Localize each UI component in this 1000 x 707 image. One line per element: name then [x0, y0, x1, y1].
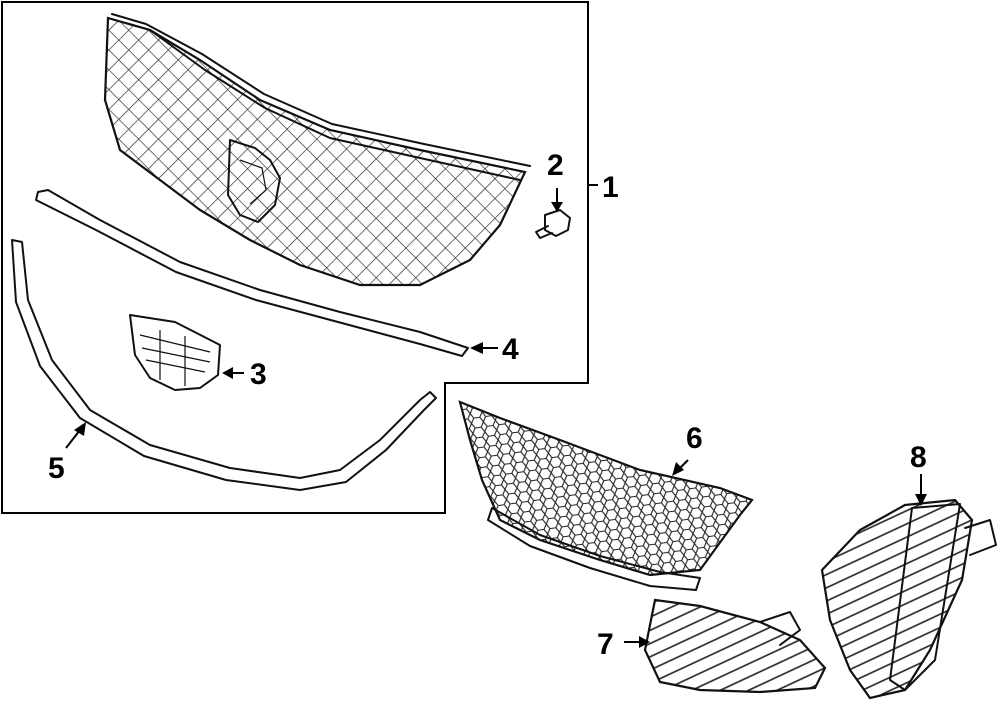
leader-6 — [679, 459, 689, 469]
right-fog-bezel-part — [820, 498, 997, 700]
callout-1: 1 — [602, 171, 619, 204]
left-fog-bezel-part — [643, 598, 827, 694]
leader-5 — [65, 429, 81, 449]
callout-5: 5 — [48, 452, 65, 485]
lower-grille-part — [458, 400, 754, 591]
callout-7: 7 — [597, 628, 614, 661]
callout-6: 6 — [686, 422, 703, 455]
lower-molding-part — [11, 239, 437, 491]
callout-2: 2 — [547, 149, 564, 182]
callout-3: 3 — [250, 358, 267, 391]
upper-molding-part — [35, 189, 469, 357]
callout-8: 8 — [910, 441, 927, 474]
assembly-box-outline — [1, 1, 589, 514]
callout-4: 4 — [502, 333, 519, 366]
main-grille-part — [103, 13, 531, 287]
emblem-part — [129, 314, 221, 391]
clip-part — [535, 209, 571, 239]
